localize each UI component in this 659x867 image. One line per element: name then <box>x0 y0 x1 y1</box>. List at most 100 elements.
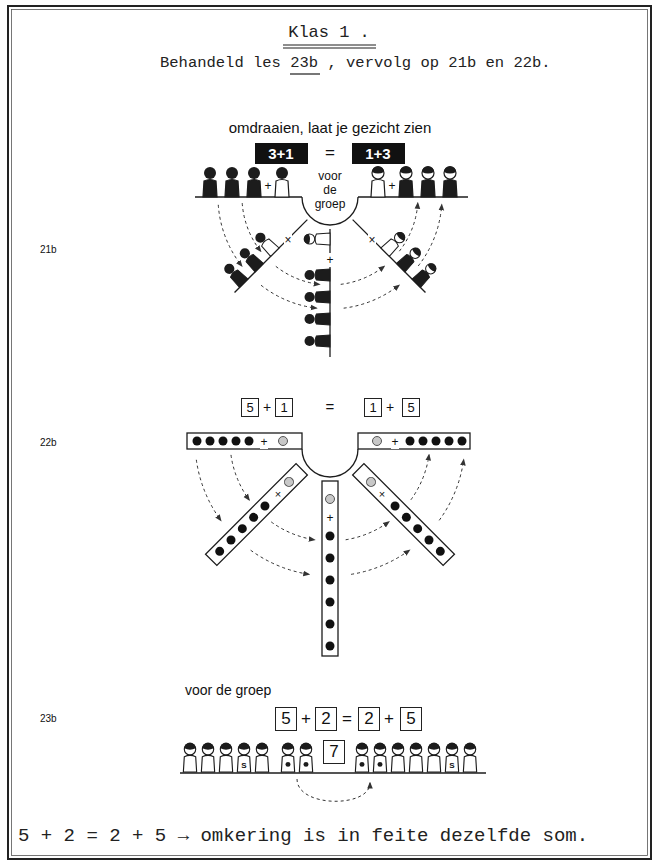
person-hair <box>304 234 310 244</box>
caption-box: 5 + 2 = 2 + 5 → omkering is in feite dez… <box>18 826 588 847</box>
person-body <box>373 755 386 772</box>
number-box: 5 <box>275 707 297 731</box>
person-figure <box>247 167 261 197</box>
bead-bar <box>322 481 338 656</box>
person-body <box>391 755 404 772</box>
box-text: 7 <box>329 742 338 762</box>
cross-mark: × <box>275 488 281 500</box>
person-head <box>238 744 249 755</box>
person-figure <box>255 743 268 772</box>
person-head <box>464 744 475 755</box>
dashed-arrow <box>276 266 319 284</box>
dark-bead <box>206 437 215 446</box>
person-head <box>446 744 457 755</box>
shirt-symbol <box>360 762 365 767</box>
plus-sign: + <box>391 435 398 449</box>
person-figure <box>409 743 422 772</box>
number-box: 1 <box>364 398 382 417</box>
person-head <box>356 744 367 755</box>
equals-sign-box: = <box>325 144 335 163</box>
person-hair <box>427 261 439 273</box>
dark-bead <box>411 522 424 535</box>
dark-bead <box>434 545 447 558</box>
box-text: 5 <box>406 709 415 729</box>
person-figure <box>391 743 404 772</box>
person-figure <box>237 743 250 772</box>
dark-bead <box>389 500 402 513</box>
plus-sign: + <box>326 253 333 267</box>
person-hair <box>282 743 293 750</box>
person-hair <box>256 743 267 750</box>
dashed-arrow <box>399 203 417 251</box>
number-box: 2 <box>358 707 380 731</box>
equals-sign: = <box>325 143 335 162</box>
box-text: 3+1 <box>268 145 293 162</box>
person-figure <box>201 743 214 772</box>
person-head <box>305 314 315 324</box>
dashed-arrow <box>251 550 309 574</box>
title-underline <box>283 48 376 49</box>
person-head <box>282 744 293 755</box>
plus-sign-box: + <box>386 398 394 416</box>
light-bead <box>283 476 296 489</box>
person-head <box>256 744 267 755</box>
dark-bead <box>445 437 454 446</box>
dashed-arrow <box>297 779 370 801</box>
person-figure <box>304 233 330 245</box>
dashed-arrow <box>411 455 429 500</box>
bead-arm <box>322 481 338 656</box>
person-head <box>305 336 315 346</box>
section-23b <box>180 743 486 802</box>
equals-sign-box: = <box>326 398 335 416</box>
person-figure <box>399 166 413 197</box>
bead-arm <box>206 464 308 566</box>
title-underline <box>283 45 376 46</box>
dark-bead <box>259 500 272 513</box>
number-box: 1 <box>275 398 293 417</box>
dark-bead <box>245 437 254 446</box>
person-body <box>443 180 457 198</box>
dashed-arrow <box>418 205 441 266</box>
plus-sign: + <box>260 435 267 449</box>
dashed-arrow <box>344 285 399 308</box>
person-head <box>400 167 412 179</box>
plus-sign: + <box>301 709 311 728</box>
person-head <box>374 744 385 755</box>
lesson-number: 22b <box>40 437 57 448</box>
person-body <box>463 755 476 772</box>
box-text: 5 <box>246 400 253 415</box>
person-head <box>428 744 439 755</box>
person-figure <box>221 261 247 287</box>
dark-bead <box>326 642 335 651</box>
person-head <box>184 744 195 755</box>
instruction-text: omdraaien, laat je gezicht zien <box>229 119 432 136</box>
person-hair <box>238 743 249 750</box>
person-body <box>399 180 413 198</box>
person-head <box>408 246 422 260</box>
lesson-heading: Behandeld les 23b , vervolg op 21b en 22… <box>160 54 551 72</box>
person-hair <box>396 230 408 242</box>
cross-mark: × <box>379 488 385 500</box>
dark-bead <box>326 620 335 629</box>
dark-bead <box>406 437 415 446</box>
bead-bar <box>358 433 470 449</box>
person-hair <box>220 743 231 750</box>
dark-bead <box>400 511 413 524</box>
person-hair <box>184 743 195 750</box>
person-hair <box>428 743 439 750</box>
dark-bead <box>193 437 202 446</box>
plus-sign: + <box>384 709 394 728</box>
sum-box: 3+1 <box>255 143 308 164</box>
number-box: 5 <box>402 398 420 417</box>
group-label-box: voor de groep <box>185 681 271 699</box>
person-figure <box>445 743 458 772</box>
dark-bead <box>423 534 436 547</box>
shirt-letter-box: S <box>449 754 454 772</box>
person-hair <box>410 743 421 750</box>
page-frame <box>8 6 651 859</box>
person-head <box>422 167 434 179</box>
person-head <box>238 246 252 260</box>
person-body <box>225 180 239 198</box>
